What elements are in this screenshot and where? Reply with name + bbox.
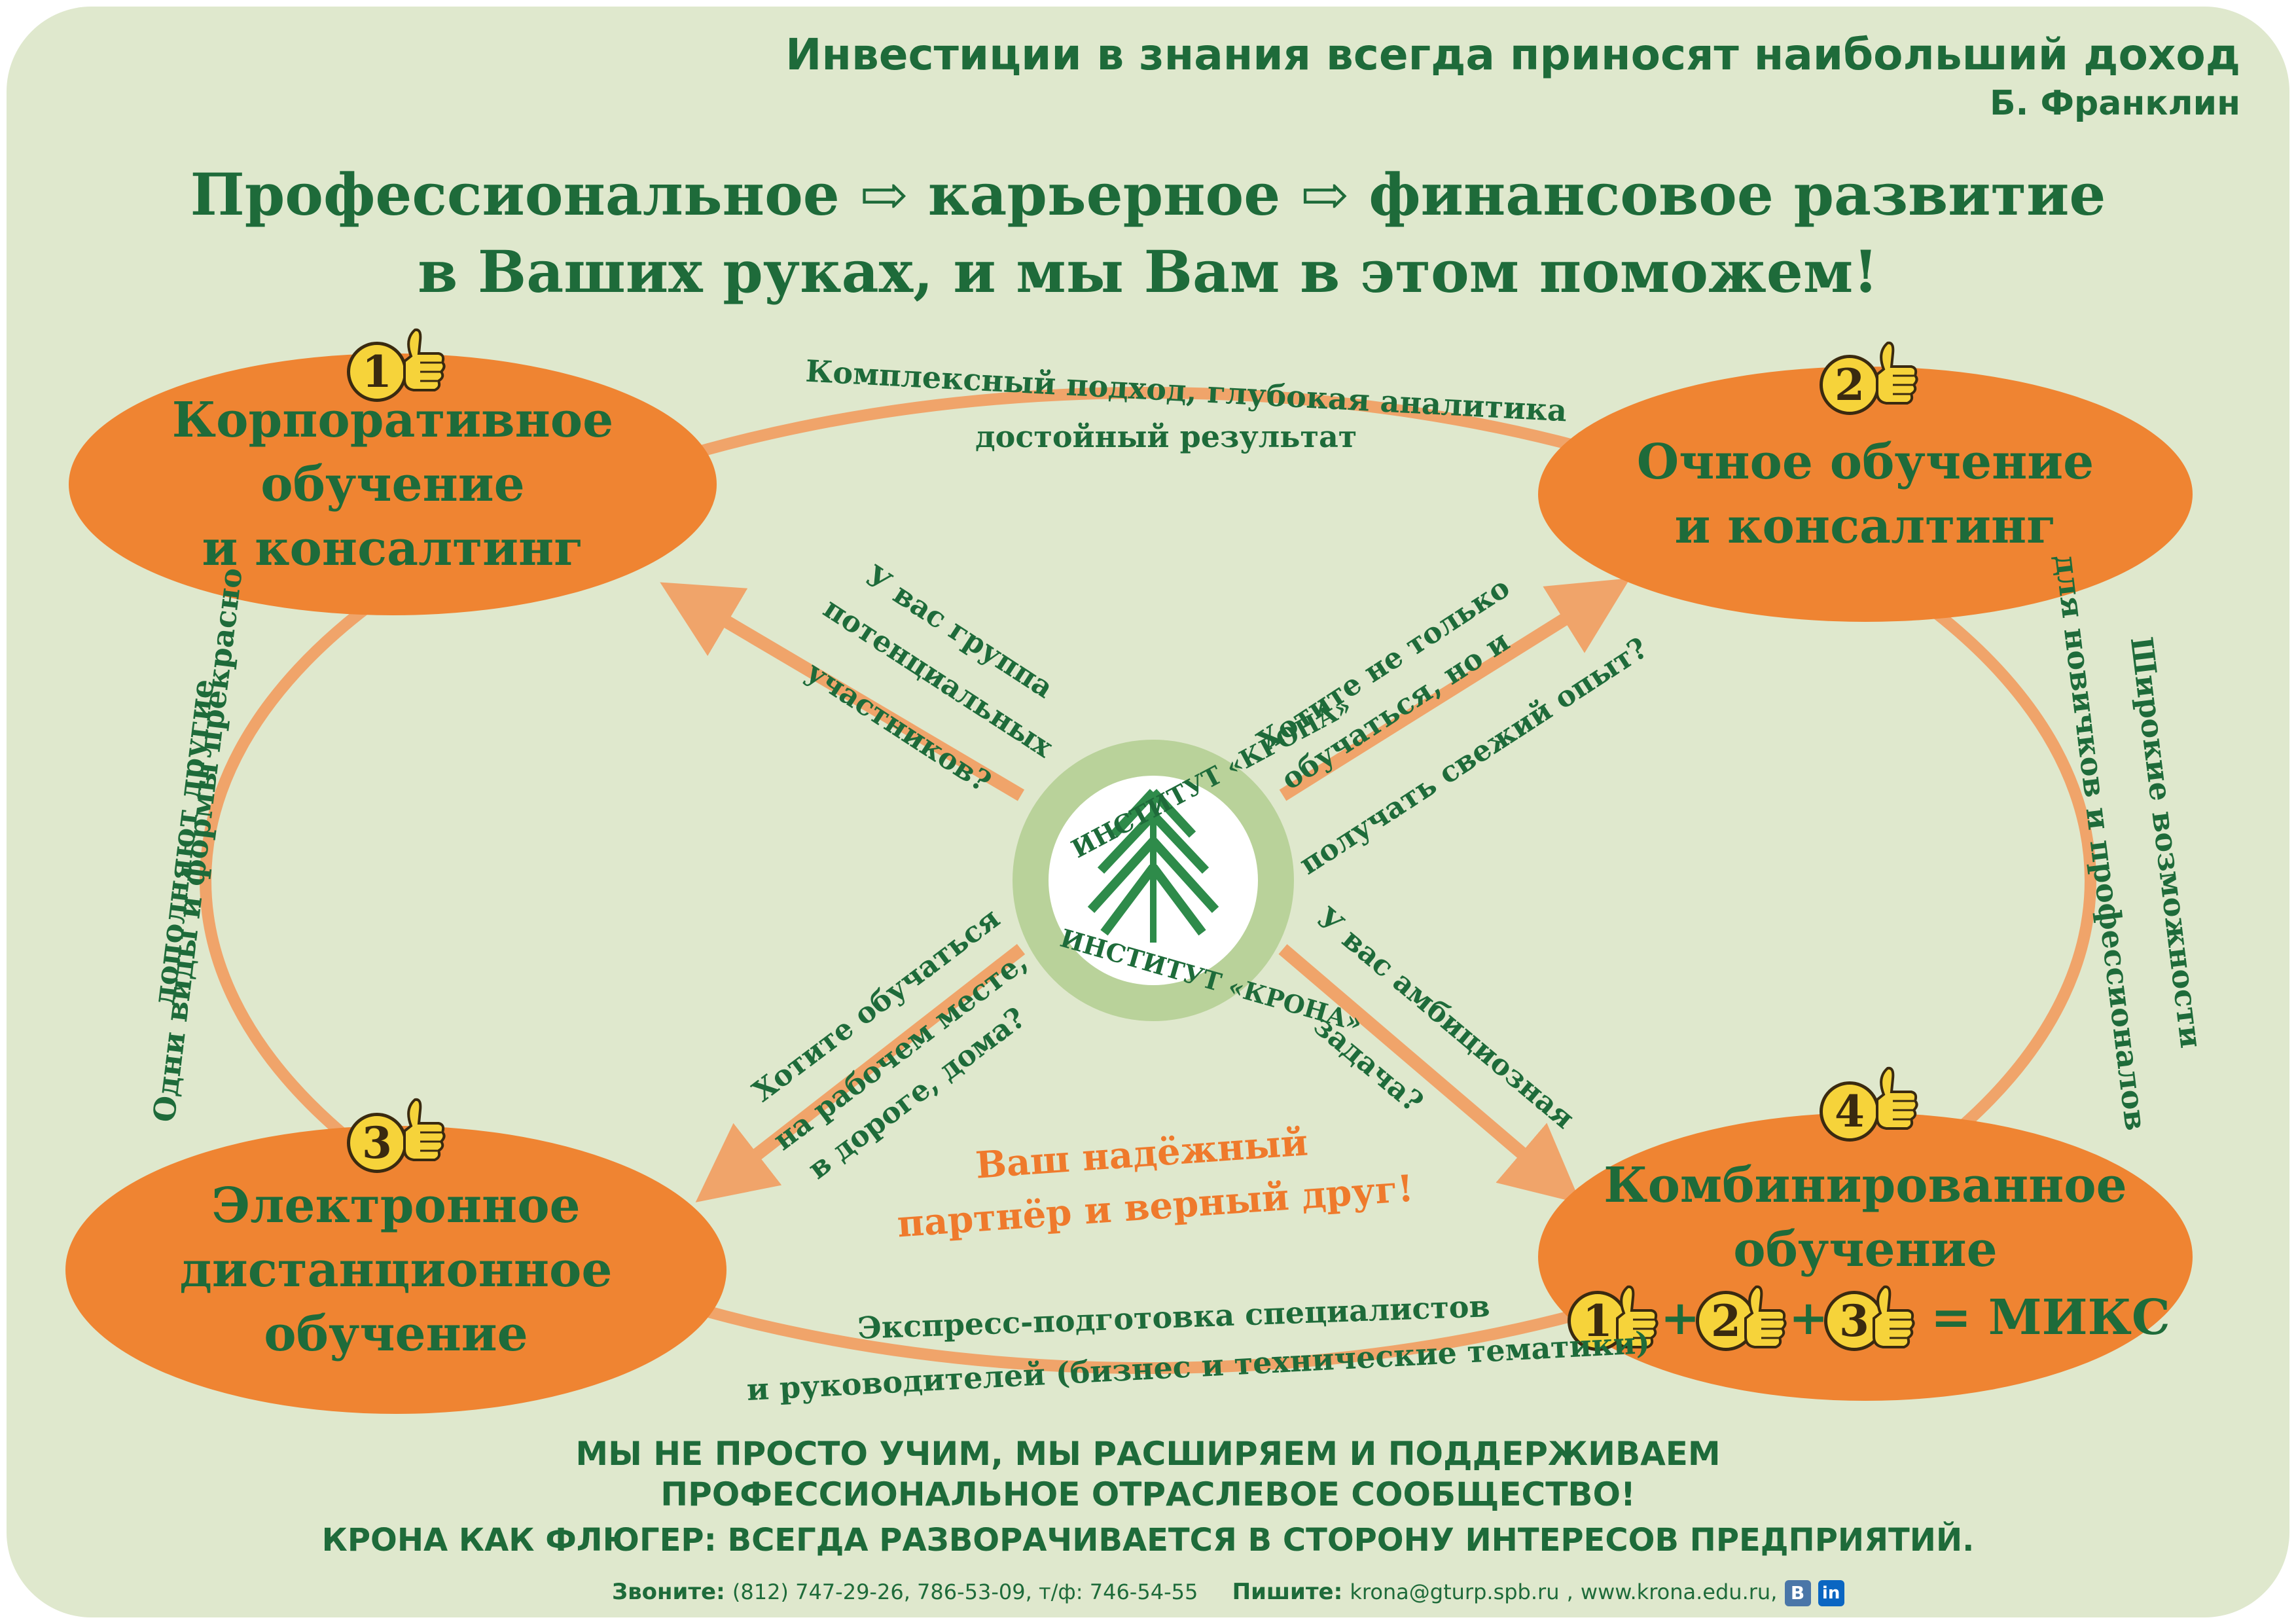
connectors xyxy=(200,387,2096,1374)
headline-line-1: Профессиональное ⇨ карьерное ⇨ финансово… xyxy=(7,156,2289,233)
quote-text: Инвестиции в знания всегда приносят наиб… xyxy=(785,29,2240,80)
partner-slogan: Ваш надёжный партнёр и верный друг! xyxy=(884,1119,1415,1270)
question-bottom-right: У вас амбициозная задача? xyxy=(1263,901,1604,1146)
node-fulltime-title: Очное обучение и консалтинг xyxy=(1636,434,2094,554)
badge-1: 1 xyxy=(347,342,407,402)
phones[interactable]: (812) 747-29-26, 786-53-09, т/ф: 746-54-… xyxy=(732,1579,1198,1604)
arrow-to-fulltime xyxy=(1279,578,1630,801)
email-link[interactable]: krona@gturp.spb.ru xyxy=(1350,1579,1560,1604)
plus-sign: + xyxy=(1660,1290,1700,1345)
headline-part-1: Профессиональное xyxy=(190,160,840,228)
badge-3: 3 xyxy=(347,1113,407,1173)
headline: Профессиональное ⇨ карьерное ⇨ финансово… xyxy=(7,156,2289,310)
footer-statement: МЫ НЕ ПРОСТО УЧИМ, МЫ РАСШИРЯЕМ И ПОДДЕР… xyxy=(7,1434,2289,1515)
node-elearning: Электронное дистанционное обучение xyxy=(65,1126,726,1414)
poster: Инвестиции в знания всегда приносят наиб… xyxy=(7,7,2289,1617)
contacts-separator: , xyxy=(1566,1579,1573,1604)
arrow-to-elearning xyxy=(695,944,1026,1202)
footer-line-1: МЫ НЕ ПРОСТО УЧИМ, МЫ РАСШИРЯЕМ И ПОДДЕР… xyxy=(575,1435,1721,1473)
badge-2: 2 xyxy=(1820,355,1880,415)
node-corporate-title: Корпоративное обучение и консалтинг xyxy=(171,392,614,577)
call-label: Звоните: xyxy=(612,1579,725,1605)
headline-part-2: карьерное xyxy=(927,160,1281,228)
thumbs-up-icon xyxy=(1876,1066,1918,1130)
footer-line-2: ПРОФЕССИОНАЛЬНОЕ ОТРАСЛЕВОЕ СООБЩЕСТВО! xyxy=(660,1475,1636,1513)
thumbs-up-icon xyxy=(403,328,446,391)
footer-motto: КРОНА КАК ФЛЮГЕР: ВСЕГДА РАЗВОРАЧИВАЕТСЯ… xyxy=(321,1522,1975,1559)
arrow-to-corporate xyxy=(660,582,1025,801)
headline-part-3: финансовое развитие xyxy=(1369,160,2106,228)
arrow-icon: ⇨ xyxy=(1300,160,1349,228)
thumbs-up-icon xyxy=(1873,1285,1915,1348)
linkedin-icon[interactable]: in xyxy=(1818,1580,1844,1606)
edge-top-line-2: достойный результат xyxy=(975,419,1357,454)
contacts-bar: Звоните: (812) 747-29-26, 786-53-09, т/ф… xyxy=(612,1579,1844,1606)
quote-author: Б. Франклин xyxy=(1989,84,2240,123)
thumbs-up-icon xyxy=(1744,1285,1787,1348)
node-combined: Комбинированное обучение xyxy=(1538,1113,2193,1401)
node-combined-title: Комбинированное обучение xyxy=(1604,1157,2127,1278)
thumbs-up-icon xyxy=(403,1098,446,1161)
arrow-icon: ⇨ xyxy=(859,160,908,228)
thumbs-up-icon xyxy=(1616,1285,1659,1348)
cycle-ring xyxy=(200,387,2096,1374)
logo: ИНСТИТУТ «КРОНА» ИНСТИТУТ «КРОНА» xyxy=(1009,691,1365,1038)
partner-line-2: партнёр и верный друг! xyxy=(895,1166,1415,1246)
arrow-to-combined xyxy=(1278,944,1581,1204)
thumbs-up-icon xyxy=(1876,341,1918,405)
mix-result: = МИКС xyxy=(1931,1290,2170,1346)
write-label: Пишите: xyxy=(1232,1579,1343,1605)
mix-formula: 1 + 2 + 3 = МИКС xyxy=(1568,1283,2196,1362)
logo-emblem xyxy=(1013,740,1294,1021)
badge-4: 4 xyxy=(1820,1081,1880,1142)
site-link[interactable]: www.krona.edu.ru, xyxy=(1580,1579,1778,1604)
vk-icon[interactable]: В xyxy=(1784,1580,1811,1606)
headline-line-2: в Ваших руках, и мы Вам в этом поможем! xyxy=(418,238,1878,306)
node-elearning-title: Электронное дистанционное обучение xyxy=(179,1178,613,1362)
plus-sign: + xyxy=(1789,1290,1829,1345)
